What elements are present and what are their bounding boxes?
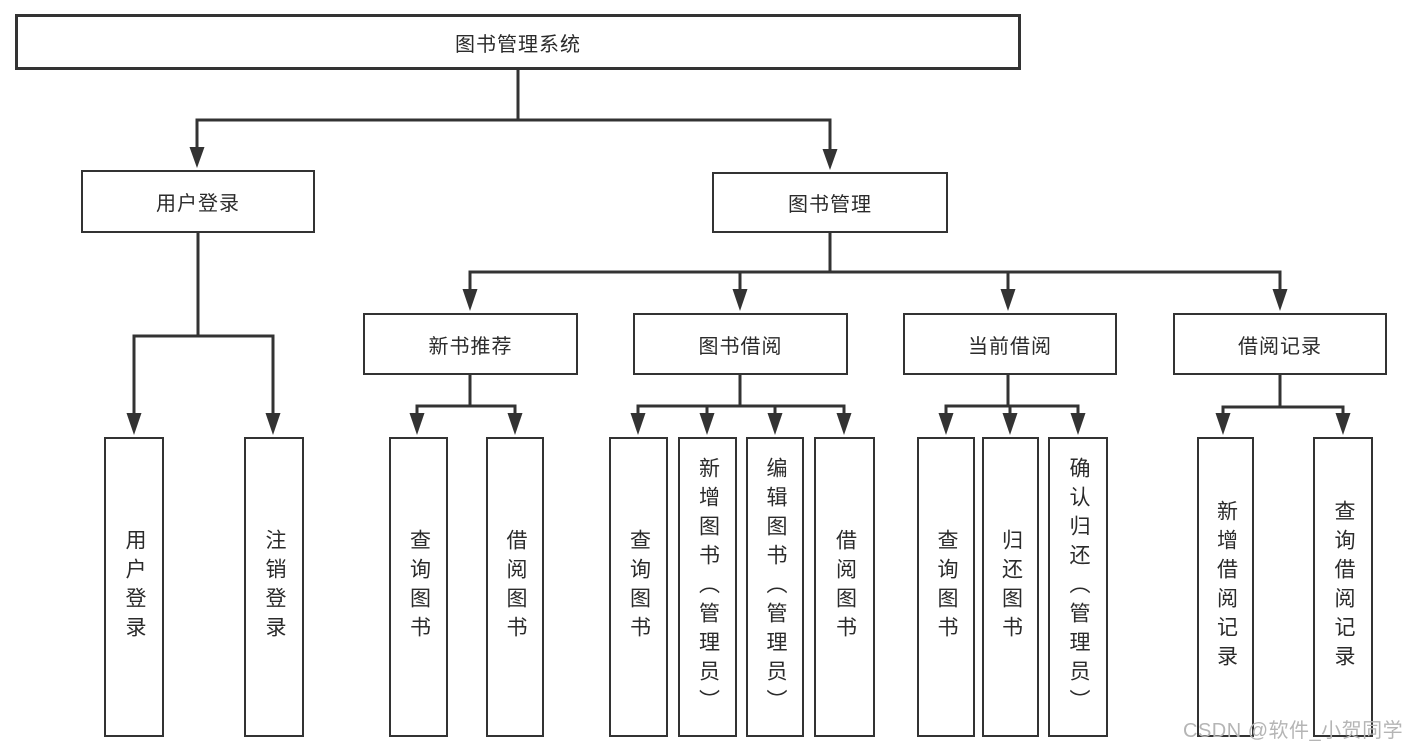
node-current-return-books: 归还图书 xyxy=(982,437,1039,737)
arrow-cb-query xyxy=(938,413,954,435)
arrow-br-query xyxy=(1335,413,1351,435)
tree-edges xyxy=(132,68,1345,418)
node-borrow-edit-books-admin: 编辑图书（管理员） xyxy=(746,437,804,737)
node-root-label: 图书管理系统 xyxy=(455,33,581,56)
arrow-nb-borrow xyxy=(507,413,523,435)
node-records-add-record: 新增借阅记录 xyxy=(1197,437,1254,737)
node-book-borrowing: 图书借阅 xyxy=(633,313,848,375)
node-user-login: 用户登录 xyxy=(81,170,315,233)
node-new-book-recommend: 新书推荐 xyxy=(363,313,578,375)
node-recommend-query-books: 查询图书 xyxy=(389,437,448,737)
node-records-add-record-label: 新增借阅记录 xyxy=(1214,500,1238,674)
node-records-query-record: 查询借阅记录 xyxy=(1313,437,1373,737)
node-current-query-books-label: 查询图书 xyxy=(935,529,958,645)
node-borrow-add-books-admin: 新增图书（管理员） xyxy=(678,437,737,737)
node-records-query-record-label: 查询借阅记录 xyxy=(1332,500,1355,674)
arrow-logout xyxy=(265,413,281,435)
node-login: 用户登录 xyxy=(104,437,164,737)
node-logout: 注销登录 xyxy=(244,437,304,737)
node-current-confirm-return-admin-label: 确认归还（管理员） xyxy=(1067,456,1090,718)
node-recommend-query-books-label: 查询图书 xyxy=(407,529,431,645)
node-borrow-query-books-label: 查询图书 xyxy=(627,529,651,645)
node-logout-label: 注销登录 xyxy=(263,529,286,645)
arrow-book-borrow xyxy=(732,289,748,311)
node-borrowing-records: 借阅记录 xyxy=(1173,313,1387,375)
arrow-bb-query xyxy=(630,413,646,435)
node-borrow-add-books-admin-label: 新增图书（管理员） xyxy=(696,456,720,718)
node-book-management-label: 图书管理 xyxy=(788,194,872,216)
node-borrow-borrow-books: 借阅图书 xyxy=(814,437,875,737)
node-current-borrowing: 当前借阅 xyxy=(903,313,1117,375)
node-borrow-borrow-books-label: 借阅图书 xyxy=(833,529,857,645)
arrow-br-add xyxy=(1215,413,1231,435)
arrow-user-login xyxy=(189,147,205,168)
node-new-book-recommend-label: 新书推荐 xyxy=(428,335,513,358)
arrow-bb-borrow xyxy=(836,413,852,435)
arrow-nb-query xyxy=(409,413,425,435)
arrow-book-mgmt xyxy=(822,149,838,170)
node-current-query-books: 查询图书 xyxy=(917,437,975,737)
arrow-cur-borrow xyxy=(1000,289,1016,311)
node-recommend-borrow-books: 借阅图书 xyxy=(486,437,544,737)
node-user-login-label: 用户登录 xyxy=(156,193,240,215)
arrow-bb-add xyxy=(699,413,715,435)
node-book-borrowing-label: 图书借阅 xyxy=(698,335,783,358)
csdn-watermark: CSDN @软件_小贺同学 xyxy=(1183,720,1404,742)
node-recommend-borrow-books-label: 借阅图书 xyxy=(504,529,527,645)
node-current-return-books-label: 归还图书 xyxy=(999,529,1023,645)
arrow-rec-borrow xyxy=(1272,289,1288,311)
node-login-label: 用户登录 xyxy=(123,529,146,645)
node-current-confirm-return-admin: 确认归还（管理员） xyxy=(1048,437,1108,737)
node-borrow-query-books: 查询图书 xyxy=(609,437,668,737)
node-borrowing-records-label: 借阅记录 xyxy=(1238,335,1322,358)
arrow-bb-edit xyxy=(767,413,783,435)
node-root: 图书管理系统 xyxy=(15,14,1021,70)
arrow-login xyxy=(126,413,142,435)
arrow-cb-return xyxy=(1002,413,1018,435)
node-book-management: 图书管理 xyxy=(712,172,948,233)
node-borrow-edit-books-admin-label: 编辑图书（管理员） xyxy=(764,456,787,718)
node-current-borrowing-label: 当前借阅 xyxy=(968,335,1052,358)
arrow-new-books xyxy=(462,289,478,311)
arrow-cb-confirm xyxy=(1070,413,1086,435)
arrowheads xyxy=(126,147,1351,435)
